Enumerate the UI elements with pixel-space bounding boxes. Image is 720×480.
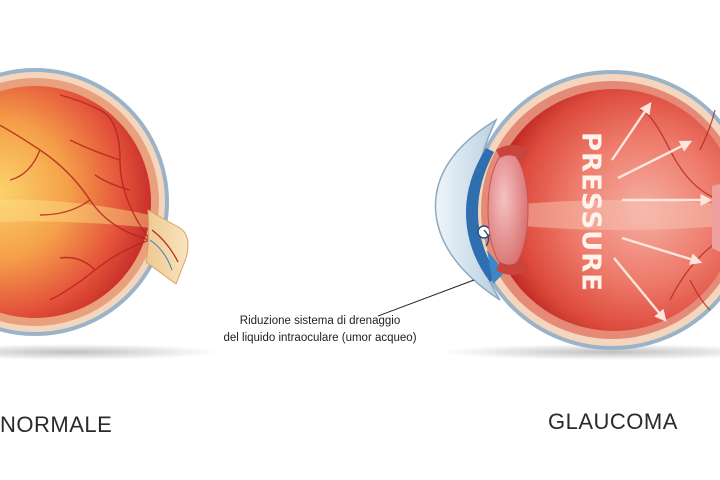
- drainage-annotation: Riduzione sistema di drenaggio del liqui…: [200, 313, 440, 347]
- annotation-line-2: del liquido intraoculare (umor acqueo): [223, 332, 417, 344]
- pressure-label: PRESSURE: [576, 132, 606, 292]
- annotation-line-1: Riduzione sistema di drenaggio: [239, 315, 401, 327]
- normal-eye-shadow: [0, 344, 220, 360]
- annotation-leader-line: [377, 279, 475, 317]
- glaucoma-iris: [466, 148, 498, 282]
- glaucoma-eye: PRESSURE: [434, 70, 720, 350]
- pressure-text: PRESSURE: [576, 132, 606, 292]
- glaucoma-label: GLAUCOMA: [548, 409, 678, 434]
- normal-blood-vessels: [0, 94, 151, 301]
- normal-retina: [0, 86, 151, 318]
- glaucoma-eye-shadow: [440, 344, 720, 360]
- normal-optic-nerve: [145, 209, 189, 285]
- pressure-arrows: [611, 102, 713, 322]
- normal-label: NORMALE: [0, 412, 113, 437]
- normal-eye: [0, 68, 189, 336]
- glaucoma-lens: [487, 151, 529, 269]
- glaucoma-optic-nerve: [712, 184, 720, 252]
